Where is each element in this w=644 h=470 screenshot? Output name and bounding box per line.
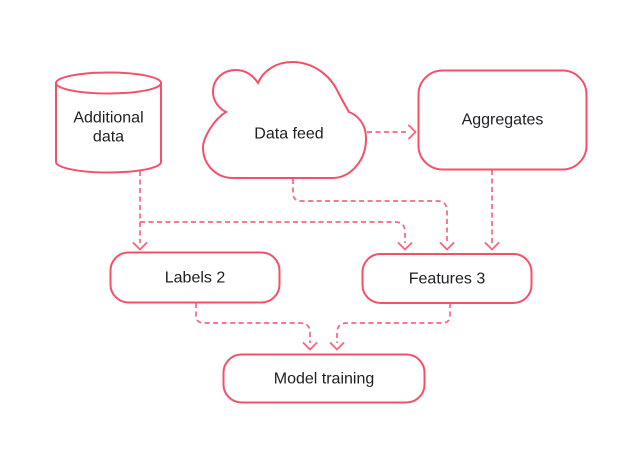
aggregates-box xyxy=(417,69,588,171)
node-label-model-training: Model training xyxy=(274,371,375,388)
node-aggregates: Aggregates xyxy=(417,69,588,171)
edge-labels-modeltraining xyxy=(195,303,311,343)
database-cylinder-icon xyxy=(55,83,162,174)
node-model-training: Model training xyxy=(222,353,426,404)
node-label-additional-data-line2: data xyxy=(93,129,124,146)
arrow-down-icon xyxy=(302,342,318,351)
node-data-feed: Data feed xyxy=(201,60,368,179)
arrow-down-icon xyxy=(397,242,413,251)
features-box xyxy=(361,253,533,304)
labels-box xyxy=(109,251,281,304)
node-labels: Labels 2 xyxy=(109,251,281,304)
node-label-aggregates: Aggregates xyxy=(462,112,544,129)
cloud-icon xyxy=(201,60,368,179)
database-cylinder-top-icon xyxy=(55,71,162,95)
node-features: Features 3 xyxy=(361,253,533,304)
arrow-down-icon xyxy=(132,242,148,251)
edge-features-modeltraining xyxy=(336,303,451,343)
arrow-right-icon xyxy=(408,124,417,140)
connectors xyxy=(139,131,493,343)
arrow-down-icon xyxy=(484,242,500,251)
edge-additionaldata-features xyxy=(140,221,406,243)
arrow-down-icon xyxy=(439,242,455,251)
node-additional-data: Additional data xyxy=(55,71,162,174)
node-label-features: Features 3 xyxy=(409,271,486,288)
arrowheads xyxy=(132,124,500,351)
node-label-labels: Labels 2 xyxy=(165,270,226,287)
edge-datafeed-features xyxy=(292,179,448,243)
arrow-down-icon xyxy=(329,342,345,351)
node-label-additional-data-line1: Additional xyxy=(73,110,143,127)
node-label-data-feed: Data feed xyxy=(254,126,323,143)
model-training-box xyxy=(222,353,426,404)
